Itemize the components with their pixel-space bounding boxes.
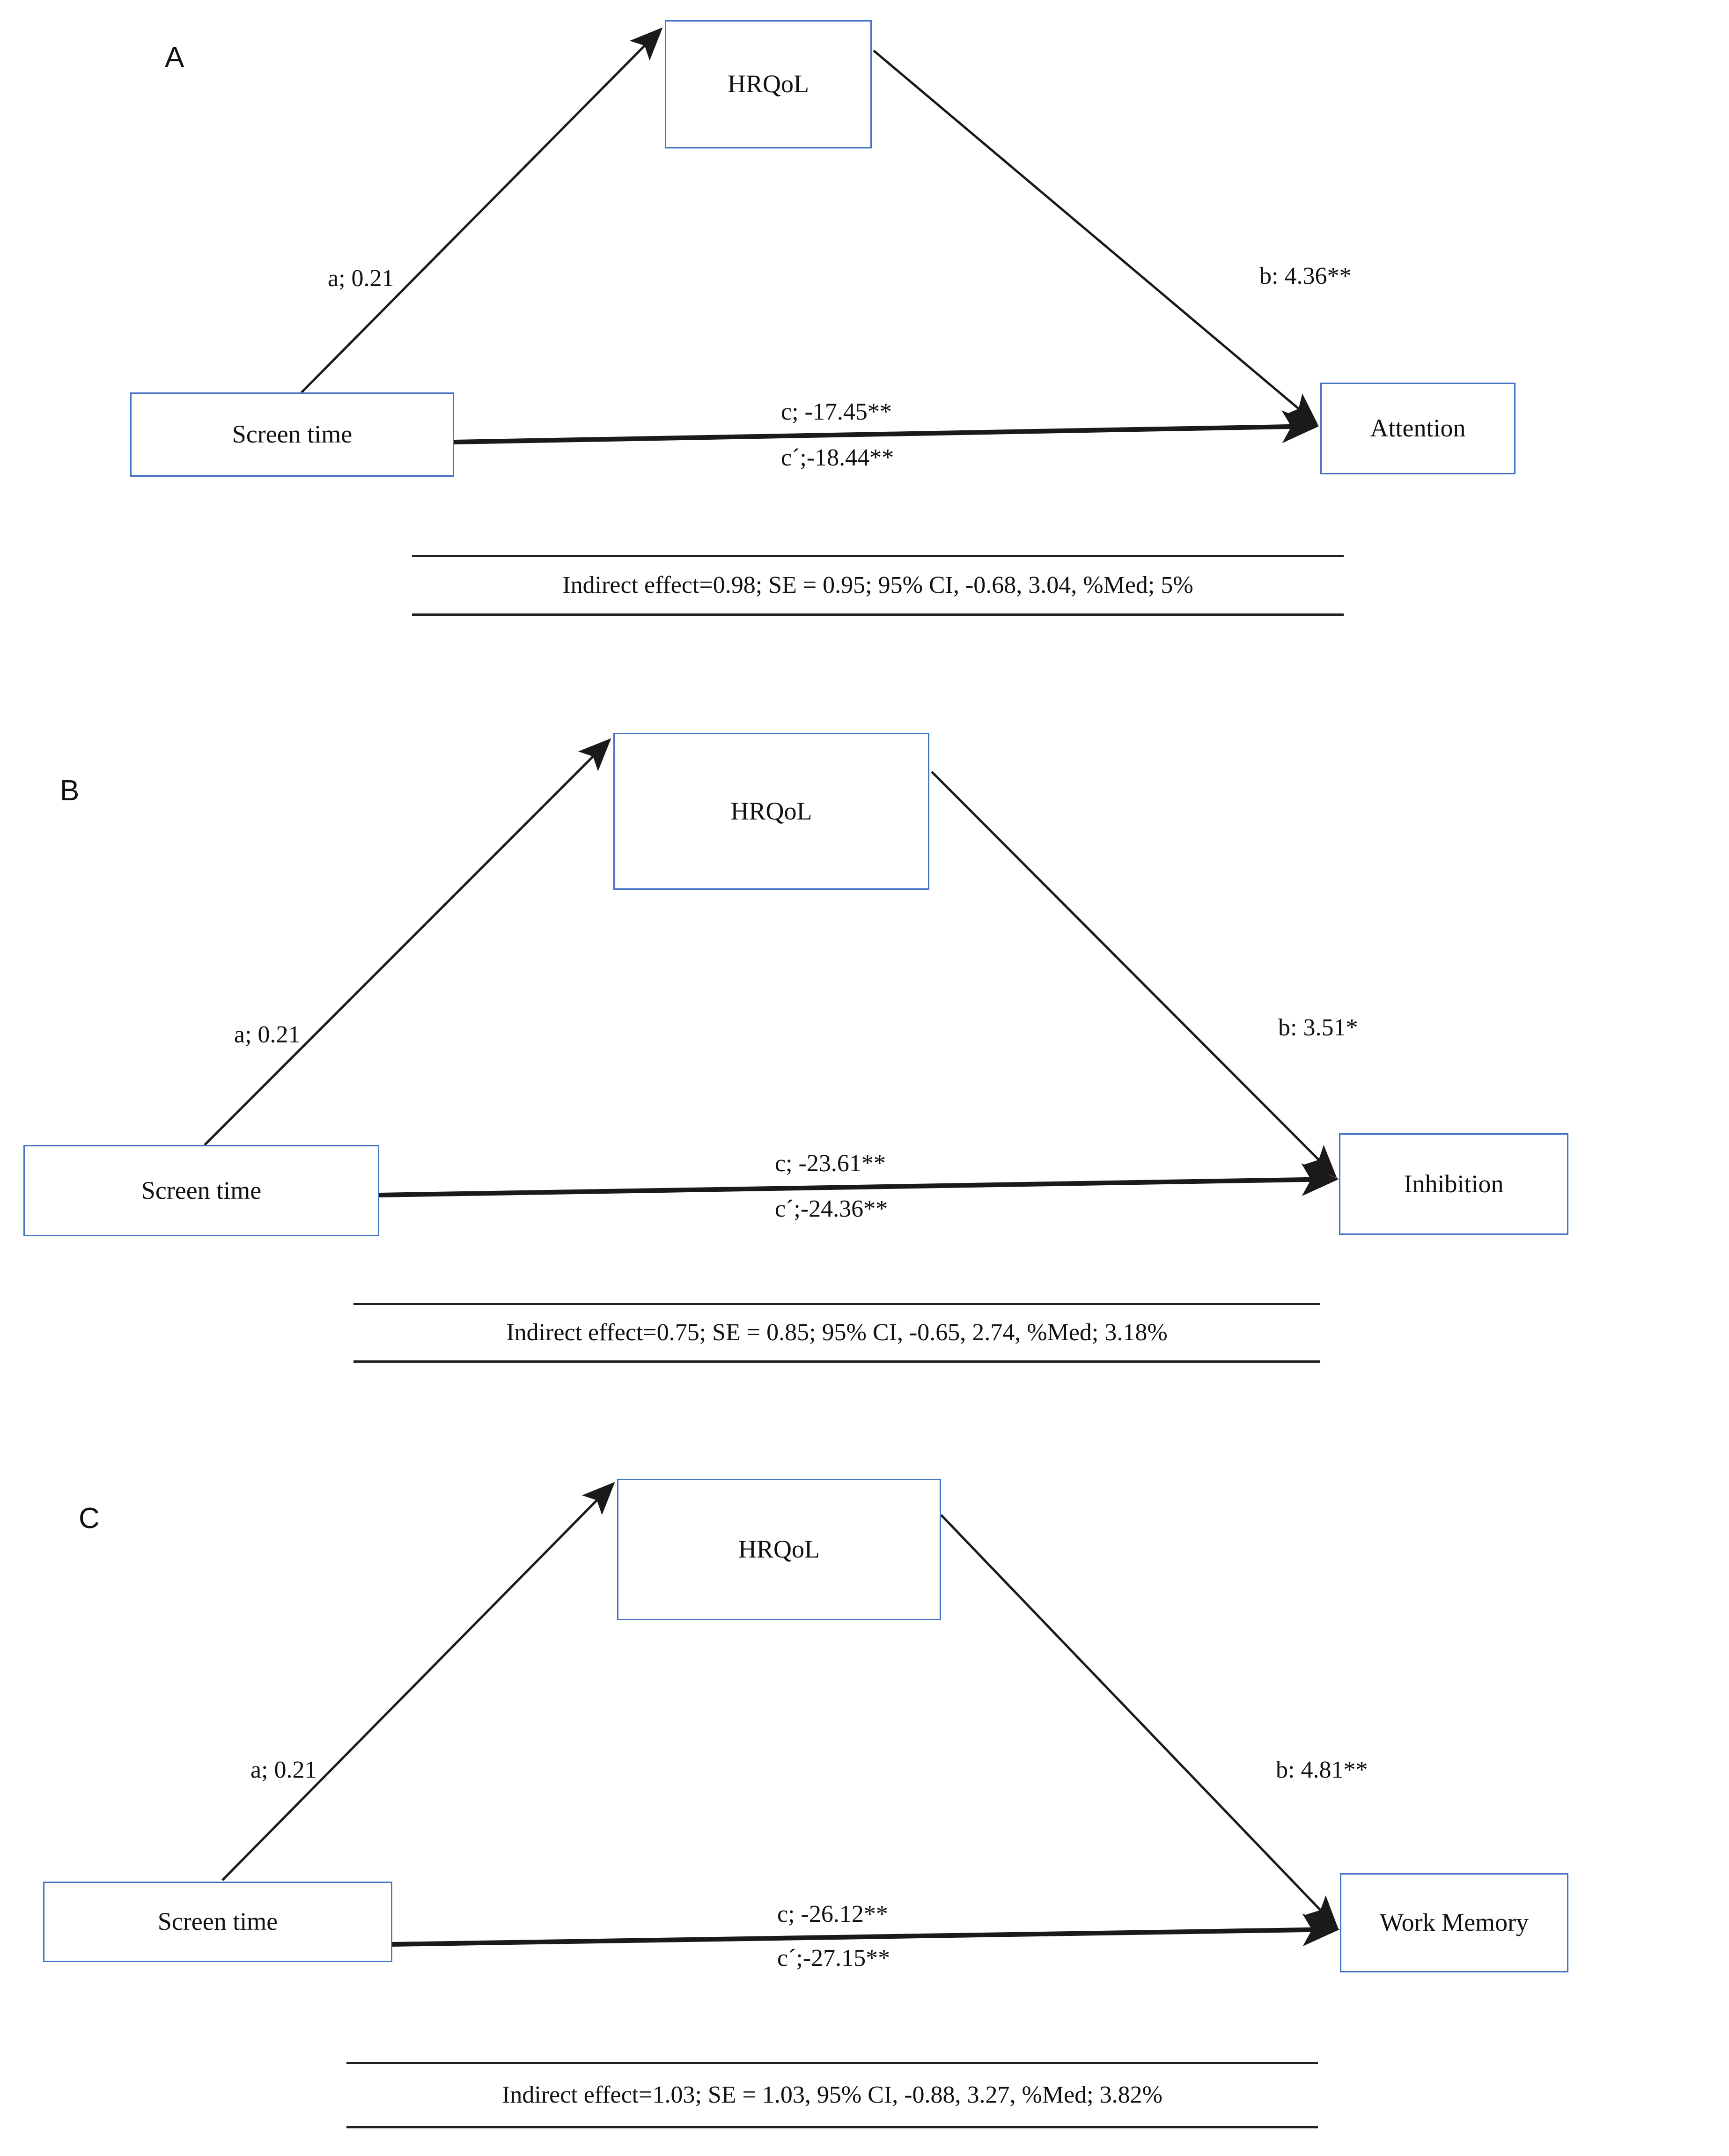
node-screen-time-a[interactable]: Screen time <box>130 392 454 477</box>
path-c-label-a: c; -17.45** <box>781 399 892 425</box>
node-inhibition-b-label: Inhibition <box>1404 1169 1504 1198</box>
indirect-effect-text-b: Indirect effect=0.75; SE = 0.85; 95% CI,… <box>506 1319 1168 1346</box>
node-screen-time-b-label: Screen time <box>141 1176 262 1204</box>
indirect-effect-note-a: Indirect effect=0.98; SE = 0.95; 95% CI,… <box>412 555 1344 616</box>
node-hrqol-c-label: HRQoL <box>738 1535 820 1564</box>
path-b-label-a: b: 4.36** <box>1259 263 1352 289</box>
node-screen-time-b[interactable]: Screen time <box>23 1145 379 1236</box>
path-c-prime-label-a: c´;-18.44** <box>781 444 894 471</box>
node-work-memory-c-label: Work Memory <box>1379 1908 1529 1937</box>
node-attention-a-label: Attention <box>1370 414 1466 443</box>
path-b-label-b: b: 3.51* <box>1278 1014 1358 1041</box>
node-hrqol-b-label: HRQoL <box>730 797 812 825</box>
path-c-label-c: c; -26.12** <box>777 1901 888 1927</box>
path-a-label-a: a; 0.21 <box>328 265 394 292</box>
indirect-effect-note-b: Indirect effect=0.75; SE = 0.85; 95% CI,… <box>353 1303 1320 1363</box>
indirect-effect-text-a: Indirect effect=0.98; SE = 0.95; 95% CI,… <box>562 572 1193 599</box>
path-c-prime-label-c: c´;-27.15** <box>777 1945 890 1971</box>
indirect-effect-note-c: Indirect effect=1.03; SE = 1.03, 95% CI,… <box>346 2062 1318 2128</box>
path-a-label-c: a; 0.21 <box>250 1757 317 1783</box>
panel-c: C HRQoL Screen time Work Memo <box>0 1433 1729 2156</box>
panel-a-letter: A <box>165 41 184 74</box>
path-b-label-c: b: 4.81** <box>1276 1757 1368 1783</box>
panel-a: A HRQoL Screen time Attention <box>0 0 1729 702</box>
node-screen-time-c-label: Screen time <box>157 1907 278 1936</box>
node-hrqol-a-label: HRQoL <box>728 70 809 98</box>
path-c-prime-label-b: c´;-24.36** <box>775 1196 888 1222</box>
panel-b: B HRQoL Screen time Inhibitio <box>0 702 1729 1433</box>
node-inhibition-b[interactable]: Inhibition <box>1339 1133 1568 1235</box>
path-a-label-b: a; 0.21 <box>234 1021 301 1048</box>
indirect-effect-text-c: Indirect effect=1.03; SE = 1.03, 95% CI,… <box>502 2082 1162 2109</box>
panel-b-letter: B <box>60 775 80 807</box>
node-hrqol-c[interactable]: HRQoL <box>617 1479 941 1620</box>
panel-c-letter: C <box>79 1502 100 1535</box>
path-c-label-b: c; -23.61** <box>775 1150 886 1177</box>
node-screen-time-c[interactable]: Screen time <box>43 1882 392 1962</box>
node-hrqol-a[interactable]: HRQoL <box>665 20 872 148</box>
node-attention-a[interactable]: Attention <box>1320 383 1516 474</box>
node-hrqol-b[interactable]: HRQoL <box>613 733 929 890</box>
node-screen-time-a-label: Screen time <box>232 420 353 449</box>
node-work-memory-c[interactable]: Work Memory <box>1340 1873 1568 1972</box>
